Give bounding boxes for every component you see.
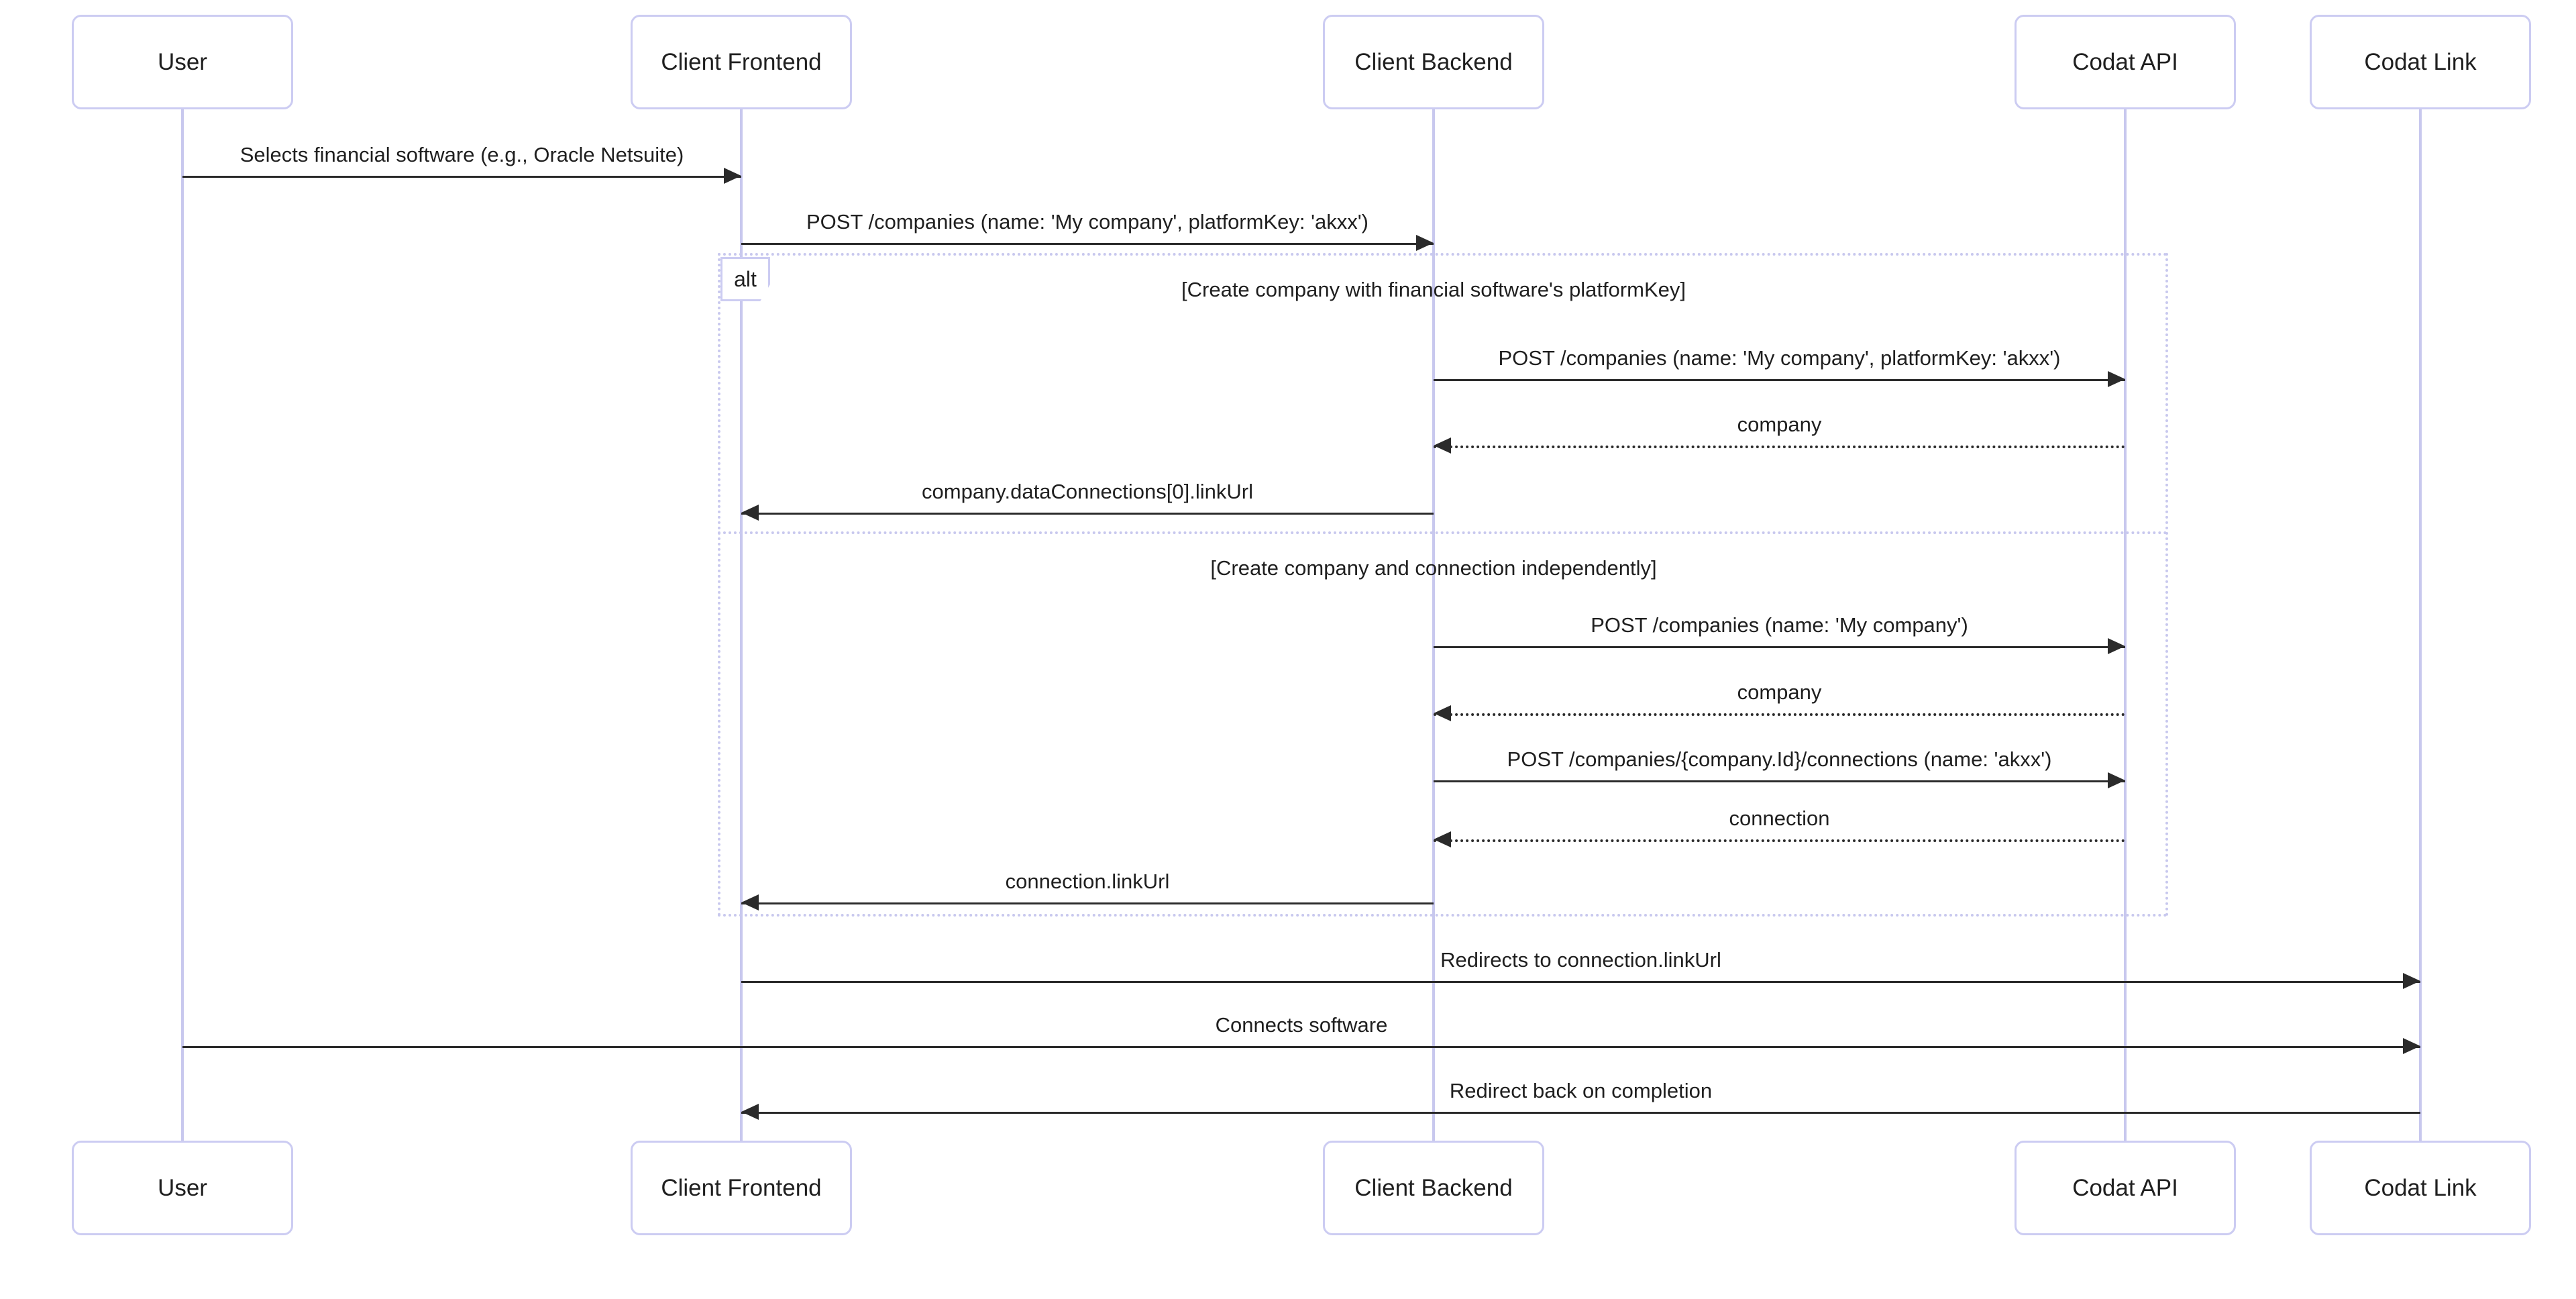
actor-label-client-backend: Client Backend — [1354, 49, 1513, 75]
actor-label-codat-link: Codat Link — [2364, 1175, 2477, 1201]
actor-label-user: User — [158, 1175, 207, 1201]
message-line — [1434, 780, 2125, 782]
actor-box-codat-link-top[interactable]: Codat Link — [2310, 15, 2531, 109]
actor-label-user: User — [158, 49, 207, 75]
alt-fragment-divider — [718, 531, 2168, 534]
message-label: company — [1737, 680, 1822, 704]
message-label: Connects software — [1215, 1013, 1388, 1037]
message-post-companies-name-my-company-platformkey-akxx: POST /companies (name: 'My company', pla… — [741, 210, 1434, 251]
message-label: company.dataConnections[0].linkUrl — [922, 480, 1253, 503]
arrow-head-left-icon — [741, 505, 759, 521]
lifeline-codat-api — [2124, 109, 2127, 1141]
message-connection-linkurl: connection.linkUrl — [741, 870, 1434, 911]
actor-label-client-backend: Client Backend — [1354, 1175, 1513, 1201]
actor-box-client-frontend-top[interactable]: Client Frontend — [631, 15, 852, 109]
message-label: POST /companies (name: 'My company', pla… — [1498, 346, 2061, 370]
message-line — [1434, 646, 2125, 648]
message-line — [1434, 713, 2125, 716]
message-label: POST /companies/{company.Id}/connections… — [1507, 747, 2052, 771]
message-redirects-to-connection-linkurl: Redirects to connection.linkUrl — [741, 948, 2420, 989]
lifeline-client-backend — [1432, 109, 1435, 1141]
actor-box-codat-link-bottom[interactable]: Codat Link — [2310, 1141, 2531, 1235]
lifeline-user — [181, 109, 184, 1141]
arrow-head-right-icon — [2108, 371, 2125, 387]
message-label: connection.linkUrl — [1005, 870, 1170, 893]
actor-box-codat-api-bottom[interactable]: Codat API — [2015, 1141, 2236, 1235]
message-post-companies-name-my-company: POST /companies (name: 'My company') — [1434, 613, 2125, 654]
arrow-head-left-icon — [1434, 437, 1451, 454]
actor-box-user-top[interactable]: User — [72, 15, 293, 109]
message-label: company — [1737, 413, 1822, 436]
arrow-head-right-icon — [1416, 235, 1434, 251]
arrow-head-left-icon — [741, 1104, 759, 1120]
message-post-companies-name-my-company-platformkey-akxx: POST /companies (name: 'My company', pla… — [1434, 346, 2125, 387]
actor-label-client-frontend: Client Frontend — [661, 49, 822, 75]
arrow-head-left-icon — [741, 894, 759, 911]
message-label: connection — [1729, 807, 1830, 830]
actor-box-client-backend-bottom[interactable]: Client Backend — [1323, 1141, 1544, 1235]
message-label: POST /companies (name: 'My company', pla… — [806, 210, 1368, 233]
message-line — [741, 902, 1434, 904]
message-label: Selects financial software (e.g., Oracle… — [239, 143, 684, 166]
arrow-head-right-icon — [2403, 1038, 2420, 1054]
actor-label-codat-api: Codat API — [2072, 1175, 2178, 1201]
message-line — [182, 1046, 2420, 1048]
actor-label-codat-link: Codat Link — [2364, 49, 2477, 75]
message-line — [741, 981, 2420, 983]
message-company: company — [1434, 680, 2125, 721]
alt-fragment-label: alt — [720, 257, 770, 301]
arrow-head-right-icon — [2108, 772, 2125, 788]
arrow-head-right-icon — [2108, 638, 2125, 654]
actor-label-codat-api: Codat API — [2072, 49, 2178, 75]
alt-fragment-label-text: alt — [734, 266, 757, 291]
message-line — [182, 176, 741, 178]
message-line — [741, 243, 1434, 245]
message-label: Redirect back on completion — [1449, 1079, 1713, 1102]
arrow-head-left-icon — [1434, 705, 1451, 721]
message-connection: connection — [1434, 807, 2125, 847]
actor-label-client-frontend: Client Frontend — [661, 1175, 822, 1201]
message-label: Redirects to connection.linkUrl — [1440, 948, 1721, 972]
actor-box-client-backend-top[interactable]: Client Backend — [1323, 15, 1544, 109]
actor-box-codat-api-top[interactable]: Codat API — [2015, 15, 2236, 109]
actor-box-client-frontend-bottom[interactable]: Client Frontend — [631, 1141, 852, 1235]
alt-fragment-frame — [718, 253, 2168, 917]
message-label: POST /companies (name: 'My company') — [1591, 613, 1968, 637]
actor-box-user-bottom[interactable]: User — [72, 1141, 293, 1235]
message-line — [1434, 379, 2125, 381]
alt-branch-condition-2: [Create company and connection independe… — [1210, 556, 1657, 580]
lifeline-codat-link — [2419, 109, 2422, 1141]
message-line — [741, 513, 1434, 515]
message-post-companies-company-id-connections-name-akxx: POST /companies/{company.Id}/connections… — [1434, 747, 2125, 788]
arrow-head-right-icon — [724, 168, 741, 184]
message-line — [1434, 839, 2125, 842]
alt-branch-condition-1: [Create company with financial software'… — [1181, 278, 1686, 301]
message-line — [1434, 446, 2125, 448]
lifeline-client-frontend — [740, 109, 743, 1141]
message-line — [741, 1112, 2420, 1114]
arrow-head-left-icon — [1434, 831, 1451, 847]
arrow-head-right-icon — [2403, 973, 2420, 989]
message-connects-software: Connects software — [182, 1013, 2420, 1054]
